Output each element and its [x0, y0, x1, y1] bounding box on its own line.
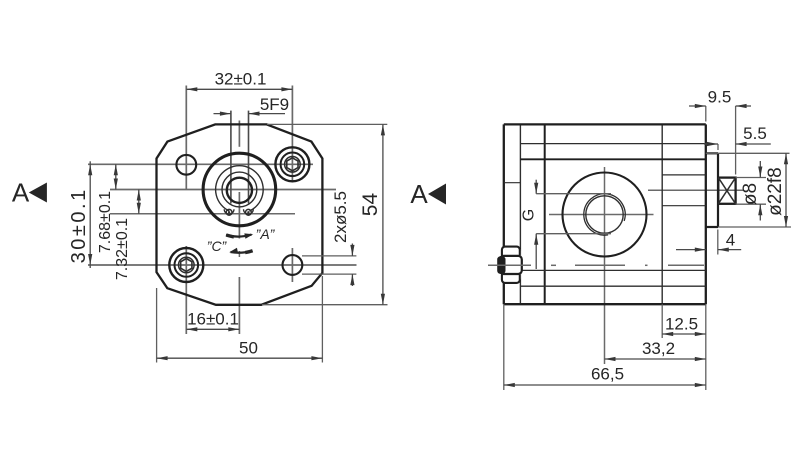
svg-text:A: A	[410, 179, 428, 209]
svg-text:ø22f8: ø22f8	[765, 167, 786, 216]
svg-text:54: 54	[359, 193, 382, 217]
svg-text:G: G	[521, 209, 538, 221]
svg-text:33,2: 33,2	[642, 339, 675, 358]
svg-text:2xø5.5: 2xø5.5	[331, 191, 350, 243]
svg-text:66,5: 66,5	[591, 365, 624, 384]
svg-text:”C”: ”C”	[207, 238, 228, 254]
svg-text:7.32±0.1: 7.32±0.1	[114, 218, 131, 280]
svg-text:30±0.1: 30±0.1	[68, 187, 90, 263]
svg-text:32±0.1: 32±0.1	[215, 70, 267, 89]
svg-text:7.68±0.1: 7.68±0.1	[97, 191, 114, 253]
svg-text:ø8: ø8	[740, 183, 761, 205]
svg-text:5F9: 5F9	[260, 95, 289, 114]
svg-text:16±0.1: 16±0.1	[187, 310, 239, 329]
svg-text:5.5: 5.5	[743, 124, 767, 143]
svg-text:4: 4	[726, 231, 735, 250]
svg-text:12.5: 12.5	[665, 315, 698, 334]
svg-text:50: 50	[239, 339, 258, 358]
svg-text:A: A	[12, 178, 30, 208]
svg-text:”A”: ”A”	[256, 226, 276, 242]
svg-text:9.5: 9.5	[708, 87, 732, 106]
